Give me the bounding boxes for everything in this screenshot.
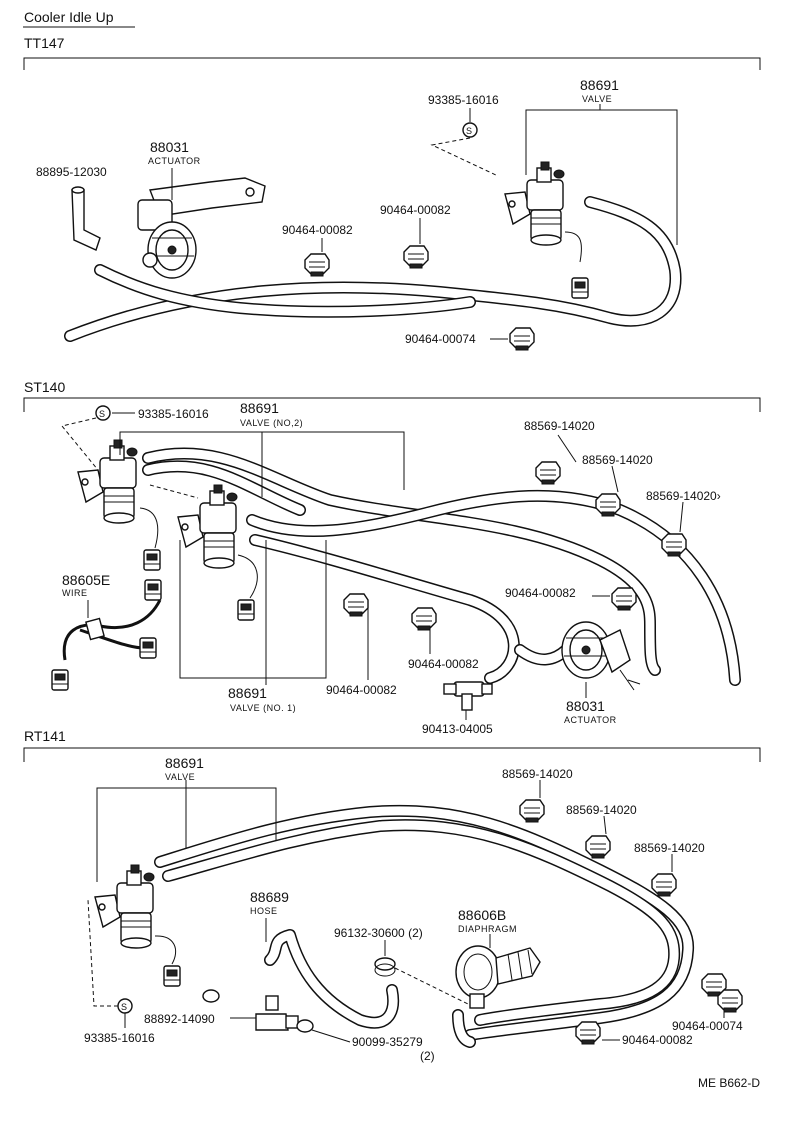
dashed-leader [61, 417, 99, 471]
part-number: 90464-00082 [380, 203, 451, 217]
part-number: 90464-00074 [405, 332, 476, 346]
dashed-leader [149, 484, 199, 499]
hose-clip [509, 327, 535, 351]
vacuum-hose [64, 196, 682, 342]
hose-clip [717, 989, 743, 1013]
part-name: DIAPHRAGM [458, 924, 517, 934]
valve-bracket-leader [179, 540, 327, 679]
part-name: WIRE [62, 588, 88, 598]
section-st140: ST140 S 93385-16016 [23, 379, 761, 736]
hose-clamp [296, 1019, 314, 1033]
diaphragm [455, 945, 541, 1009]
part-name: VALVE (NO. 1) [230, 703, 296, 713]
section-bracket [23, 397, 761, 412]
screw-mark: S [121, 1002, 127, 1012]
screw-mark: S [99, 409, 105, 419]
section-tt147: TT147 88895-12030 88031 ACTUATOR [23, 35, 761, 351]
part-name: VALVE [165, 772, 195, 782]
vsv-valve [94, 864, 181, 987]
section-name: TT147 [24, 35, 65, 51]
part-number: 93385-16016 [138, 407, 209, 421]
part-number: 88691 [228, 685, 267, 701]
section-bracket [23, 747, 761, 762]
hose-clip [411, 607, 437, 631]
part-number: 88605E [62, 572, 110, 588]
valve-bracket-leader [525, 109, 678, 245]
hose-clip [535, 461, 561, 485]
hose-clip [611, 587, 637, 611]
hose-clip [519, 799, 545, 823]
vsv-valve [504, 161, 589, 299]
quantity: (2) [420, 1049, 435, 1063]
part-name: VALVE [582, 94, 612, 104]
part-number: 88031 [150, 139, 189, 155]
part-number: 90464-00082 [282, 223, 353, 237]
section-bracket [23, 57, 761, 70]
part-number: 90464-00082 [408, 657, 479, 671]
actuator [561, 621, 641, 691]
screw-symbol [95, 405, 111, 421]
part-number: 88569-14020 [634, 841, 705, 855]
part-number: 88691 [240, 400, 279, 416]
part-number: 90464-00082 [622, 1033, 693, 1047]
section-rt141: RT141 88691 VALVE 88569-14020 885 [23, 728, 761, 1063]
part-number: 90464-00082 [505, 586, 576, 600]
screw-mark: S [466, 126, 472, 136]
screw-symbol [462, 122, 478, 138]
hose-clamp [202, 989, 220, 1003]
wire-harness [51, 599, 162, 691]
section-name: RT141 [24, 728, 66, 744]
leader-line [679, 501, 684, 533]
part-number: 88691 [580, 77, 619, 93]
vacuum-hose [142, 447, 741, 686]
part-number: 88892-14090 [144, 1012, 215, 1026]
part-number: 88569-14020 [566, 803, 637, 817]
hose-band [374, 957, 396, 977]
hose-clip [651, 873, 677, 897]
dashed-leader [87, 899, 118, 1007]
leader-line [557, 434, 577, 463]
leader-line [611, 465, 619, 493]
section-name: ST140 [24, 379, 65, 395]
part-number: 90099-35279 [352, 1035, 423, 1049]
part-name: ACTUATOR [148, 156, 201, 166]
part-number: 88031 [566, 698, 605, 714]
part-number: 88606B [458, 907, 506, 923]
tee-fitting [443, 681, 493, 711]
hose-clip [403, 245, 429, 269]
hose-fitting [255, 995, 299, 1031]
hose-clip [575, 1021, 601, 1045]
actuator [137, 177, 266, 279]
part-name: VALVE (NO,2) [240, 418, 303, 428]
vsv-valve-no2 [77, 439, 162, 601]
hose-clip [585, 835, 611, 859]
hose-clip [343, 593, 369, 617]
leader-line [311, 1029, 351, 1043]
part-number: 90413-04005 [422, 722, 493, 736]
part-number: 88895-12030 [36, 165, 107, 179]
leader-line [603, 815, 607, 835]
part-number: 93385-16016 [428, 93, 499, 107]
part-number: 88691 [165, 755, 204, 771]
dashed-leader [430, 137, 499, 177]
vacuum-hose [154, 804, 695, 1048]
part-number: 93385-16016 [84, 1031, 155, 1045]
part-number: 88569-14020› [646, 489, 721, 503]
part-name: ACTUATOR [564, 715, 617, 725]
part-number: 90464-00082 [326, 683, 397, 697]
part-number: 96132-30600 (2) [334, 926, 423, 940]
part-number: 90464-00074 [672, 1019, 743, 1033]
elbow-fitting [71, 186, 101, 251]
part-number: 88569-14020 [524, 419, 595, 433]
vsv-valve-no1 [177, 484, 258, 621]
figure-code: ME B662-D [698, 1076, 760, 1090]
part-number: 88569-14020 [502, 767, 573, 781]
part-name: HOSE [250, 906, 278, 916]
diagram-title: Cooler Idle Up [24, 9, 114, 25]
part-number: 88689 [250, 889, 289, 905]
part-number: 88569-14020 [582, 453, 653, 467]
hose-clip [304, 253, 330, 277]
